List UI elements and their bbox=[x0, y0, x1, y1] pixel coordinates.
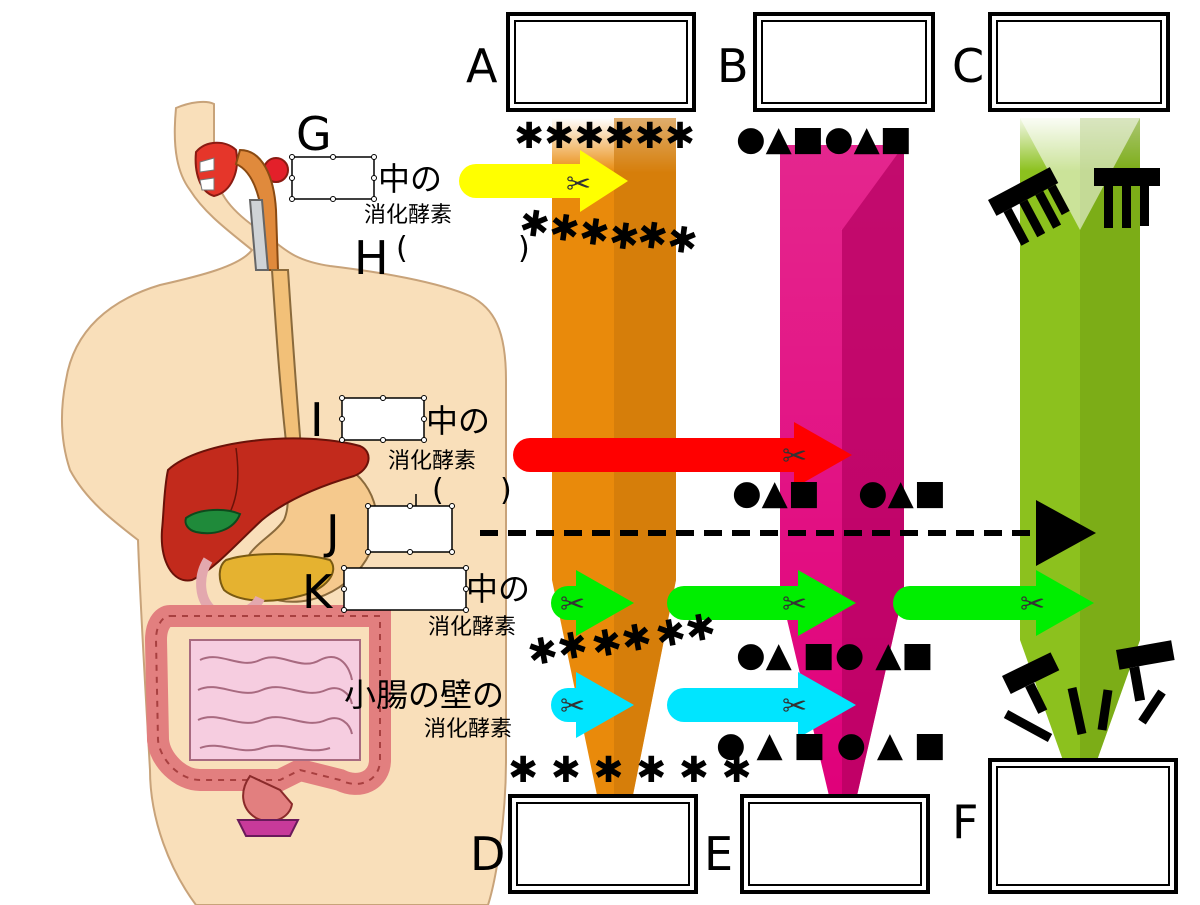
label-i: I bbox=[310, 393, 324, 447]
naka-no-i: 中の bbox=[426, 402, 490, 440]
paren-close-h: ) bbox=[518, 231, 530, 266]
scissors-icon: ✂ bbox=[560, 689, 585, 724]
paren-open-i: ( bbox=[432, 473, 444, 508]
shouchou-kabe-label: 小腸の壁の bbox=[344, 676, 504, 714]
glucose-row: ✱ ✱ ✱ ✱ ✱ ✱ bbox=[508, 750, 752, 791]
answer-box-f[interactable] bbox=[988, 758, 1178, 894]
green-arrow-2: ✂ bbox=[667, 570, 856, 636]
scissors-icon: ✂ bbox=[1020, 587, 1045, 622]
trachea bbox=[248, 199, 270, 271]
answer-box-d[interactable] bbox=[508, 794, 698, 894]
scissors-icon: ✂ bbox=[782, 439, 807, 474]
teeth bbox=[199, 157, 215, 191]
anus bbox=[236, 819, 300, 837]
protein-band bbox=[780, 145, 904, 800]
amino-acid-row: ● ▲ ■ ● ▲ ■ bbox=[716, 725, 946, 765]
scissors-icon: ✂ bbox=[782, 587, 807, 622]
triangle-icon bbox=[1036, 500, 1096, 566]
naka-no-k: 中の bbox=[466, 570, 530, 608]
fat-molecule-icon bbox=[988, 167, 1070, 246]
shouka-kouso-sc: 消化酵素 bbox=[424, 717, 512, 742]
label-b: B bbox=[717, 39, 749, 93]
answer-box-a[interactable] bbox=[506, 12, 696, 112]
red-arrow: ✂ bbox=[513, 422, 852, 488]
rectum bbox=[242, 774, 294, 823]
fat-fragment-icon bbox=[1001, 652, 1060, 714]
green-arrow-1: ✂ bbox=[551, 570, 634, 636]
scissors-icon: ✂ bbox=[560, 587, 585, 622]
input-box-k[interactable] bbox=[341, 565, 469, 613]
answer-box-c[interactable] bbox=[988, 12, 1170, 112]
input-box-j[interactable] bbox=[365, 503, 455, 555]
label-j: J bbox=[323, 505, 340, 559]
pancreas bbox=[218, 553, 335, 602]
peptide-a: ●▲■ bbox=[732, 473, 820, 513]
input-box-i[interactable] bbox=[339, 395, 427, 443]
cyan-arrow-2: ✂ bbox=[667, 672, 856, 738]
protein-chain: ●▲■●▲■ bbox=[736, 119, 912, 159]
peptide-small-row: ●▲ ■● ▲■ bbox=[736, 635, 934, 675]
label-c: C bbox=[952, 39, 984, 93]
fatty-acid-stick bbox=[1003, 710, 1053, 742]
fat-fragment-icon bbox=[1116, 640, 1175, 702]
small-intestine-coils bbox=[197, 656, 353, 752]
green-arrow-3: ✂ bbox=[893, 570, 1094, 636]
paren-close-i: ) bbox=[500, 473, 512, 508]
fatty-acid-stick bbox=[1067, 687, 1087, 735]
fat-molecule-icon bbox=[1094, 168, 1160, 228]
label-k: K bbox=[302, 565, 334, 619]
shouka-kouso-k: 消化酵素 bbox=[428, 615, 516, 640]
label-f: F bbox=[952, 795, 978, 849]
answer-box-b[interactable] bbox=[753, 12, 935, 112]
input-box-g[interactable] bbox=[289, 154, 377, 202]
large-intestine-inner bbox=[154, 615, 381, 785]
scissors-icon: ✂ bbox=[782, 689, 807, 724]
label-d: D bbox=[470, 827, 505, 881]
label-a: A bbox=[466, 39, 498, 93]
human-body-figure bbox=[60, 100, 507, 905]
fatty-acid-stick bbox=[1097, 689, 1113, 731]
shouka-kouso-i: 消化酵素 bbox=[388, 449, 476, 474]
fatty-acid-stick bbox=[1138, 689, 1166, 725]
liver bbox=[160, 437, 370, 582]
small-intestine bbox=[189, 639, 361, 761]
peptide-b: ●▲■ bbox=[858, 473, 946, 513]
shouka-kouso-g: 消化酵素 bbox=[364, 203, 452, 228]
label-h: H bbox=[354, 231, 389, 285]
cyan-arrow-1: ✂ bbox=[551, 672, 634, 738]
starch-chain: ✱✱✱✱✱✱ bbox=[514, 116, 695, 157]
gallbladder bbox=[184, 508, 242, 535]
maltose-chain-b: ✱✱ bbox=[635, 214, 700, 263]
scissors-icon: ✂ bbox=[566, 167, 591, 202]
answer-box-e[interactable] bbox=[740, 794, 930, 894]
paren-open-h: ( bbox=[396, 231, 408, 266]
yellow-arrow: ✂ bbox=[459, 150, 628, 212]
naka-no-g: 中の bbox=[378, 160, 442, 198]
label-g: G bbox=[296, 107, 332, 161]
label-e: E bbox=[704, 827, 733, 881]
